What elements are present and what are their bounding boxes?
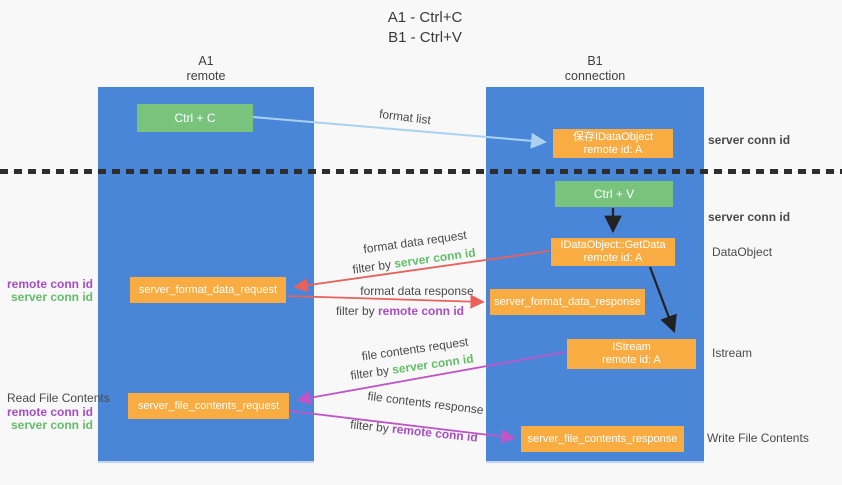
label-filter-by-remote-conn-id-2: filter by remote conn id [349,417,479,445]
node-istream: IStream remote id: A [567,339,696,369]
node-save-idataobject-subtitle: remote id: A [583,143,643,156]
session-divider-dotted-line [0,169,842,174]
node-idataobject-getdata: IDataObject::GetData remote id: A [551,238,675,266]
node-server-format-data-request: server_format_data_request [130,277,286,303]
label-format-list: format list [378,106,432,128]
left-ids-file: remote conn id server conn id [0,406,93,432]
diagram-title: A1 - Ctrl+C B1 - Ctrl+V [345,8,505,48]
node-server-format-data-response: server_format_data_response [490,289,645,315]
lane-a1-role: remote [186,69,226,83]
left-label-remote-conn-id-1: remote conn id [6,277,93,291]
node-server-format-data-response-label: server_format_data_response [494,295,641,308]
side-label-read-file-contents: Read File Contents [7,391,110,405]
title-line-1: A1 - Ctrl+C [387,9,463,26]
lane-header-a1: A1 remote [98,54,314,84]
side-label-write-file-contents: Write File Contents [707,431,809,445]
side-label-server-conn-id-top: server conn id [708,133,791,147]
lane-b1-name: B1 [587,54,603,68]
node-save-idataobject: 保存IDataObject remote id: A [553,129,673,158]
node-ctrl-c: Ctrl + C [137,104,253,132]
node-server-file-contents-request: server_file_contents_request [128,393,289,419]
node-istream-subtitle: remote id: A [602,354,661,366]
node-save-idataobject-title: 保存IDataObject [572,130,654,143]
lane-a1-name: A1 [198,54,214,68]
node-server-file-contents-request-label: server_file_contents_request [137,399,280,412]
node-istream-title: IStream [612,341,651,353]
title-line-2: B1 - Ctrl+V [388,29,462,46]
node-server-file-contents-response-label: server_file_contents_response [527,432,678,445]
left-label-server-conn-id-2: server conn id [10,418,93,432]
node-server-file-contents-response: server_file_contents_response [521,426,684,452]
node-server-format-data-request-label: server_format_data_request [138,283,278,296]
left-ids-format: remote conn id server conn id [0,278,93,304]
label-format-data-response: format data response [360,284,474,298]
node-ctrl-c-label: Ctrl + C [174,110,216,125]
left-label-server-conn-id-1: server conn id [10,290,93,304]
label-file-contents-response: file contents response [366,388,485,418]
node-ctrl-v-label: Ctrl + V [593,186,635,201]
side-label-dataobject: DataObject [712,245,773,259]
left-label-remote-conn-id-2: remote conn id [6,405,93,419]
side-label-server-conn-id-mid: server conn id [708,210,791,224]
node-ctrl-v: Ctrl + V [555,181,673,207]
label-filter-by-remote-conn-id-1: filter by remote conn id [335,304,465,318]
node-idataobject-getdata-title: IDataObject::GetData [560,239,666,251]
node-idataobject-getdata-subtitle: remote id: A [583,252,643,264]
lane-header-b1: B1 connection [486,54,704,84]
side-label-istream: Istream [712,346,753,360]
lane-b1-role: connection [564,69,626,83]
